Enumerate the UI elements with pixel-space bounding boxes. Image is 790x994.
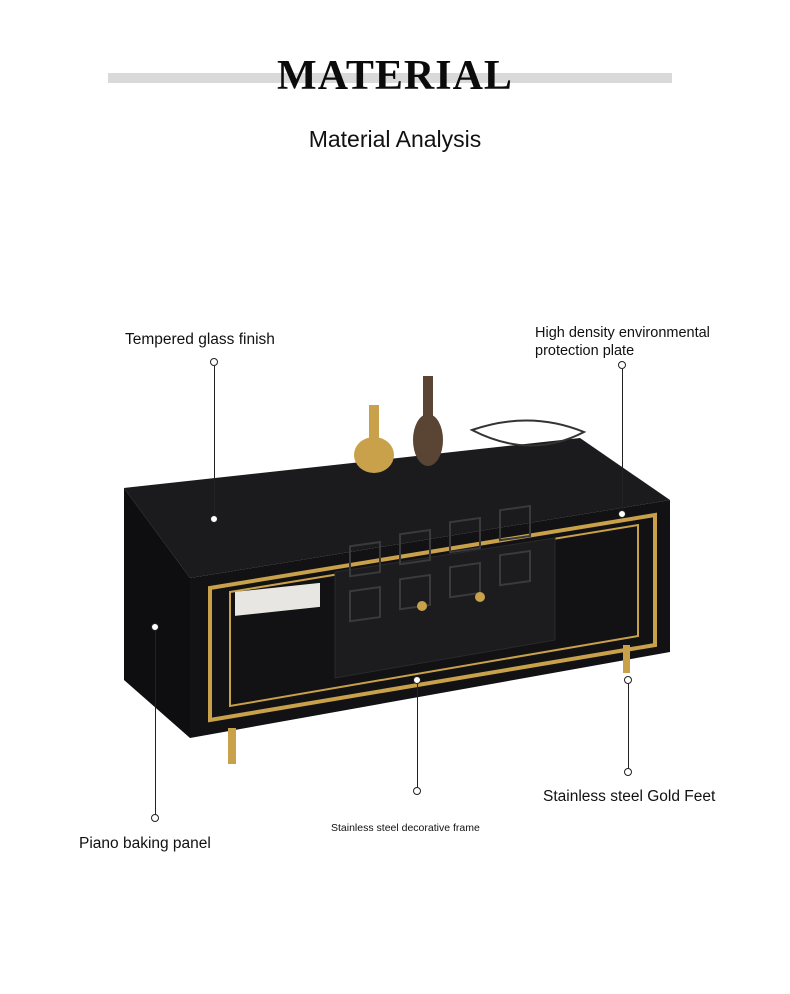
callout-feet-dot-bottom <box>624 768 632 776</box>
callout-high-density-dot-top <box>618 361 626 369</box>
callout-piano-dot-bottom <box>151 814 159 822</box>
callout-feet-line <box>628 684 629 770</box>
callout-tempered-glass-line <box>214 366 215 516</box>
callout-frame-line <box>417 684 418 788</box>
page-title: MATERIAL <box>0 52 790 100</box>
gold-leg-left <box>228 728 236 764</box>
gold-leg-right <box>623 645 630 673</box>
wire-bowl <box>469 419 587 447</box>
callout-frame-label: Stainless steel decorative frame <box>331 822 480 834</box>
drawer-pattern <box>349 504 531 623</box>
coffee-table-illustration <box>124 376 670 764</box>
callout-piano-label: Piano baking panel <box>79 835 211 852</box>
header-divider-bar <box>108 73 672 83</box>
callout-tempered-glass-dot-top <box>210 358 218 366</box>
books <box>235 582 320 616</box>
callout-tempered-glass-label: Tempered glass finish <box>125 331 275 348</box>
callout-feet-label: Stainless steel Gold Feet <box>543 788 716 805</box>
page-title-text: MATERIAL <box>277 53 513 99</box>
table-left-side <box>124 488 190 738</box>
drawer-knob-right <box>475 592 485 602</box>
callout-high-density-line2: protection plate <box>535 343 635 359</box>
drawer-knob-left <box>417 601 427 611</box>
gold-vase-neck <box>369 405 379 440</box>
brown-vase-neck <box>423 376 433 416</box>
callout-feet-dot-top <box>624 676 632 684</box>
callout-piano-line <box>155 631 156 815</box>
callout-high-density-line <box>622 369 623 512</box>
callout-tempered-glass-dot-bottom <box>210 515 218 523</box>
gold-vase <box>354 437 394 473</box>
callout-high-density-label: High density environmental protection pl… <box>535 324 710 360</box>
callout-frame-dot-bottom <box>413 787 421 795</box>
callout-high-density-line1: High density environmental <box>535 325 710 341</box>
brown-vase <box>413 414 443 466</box>
callout-high-density-dot-bottom <box>618 510 626 518</box>
page-subtitle: Material Analysis <box>308 126 482 152</box>
table-top <box>124 438 670 578</box>
callout-piano-dot-top <box>151 623 159 631</box>
callout-frame-dot-top <box>413 676 421 684</box>
